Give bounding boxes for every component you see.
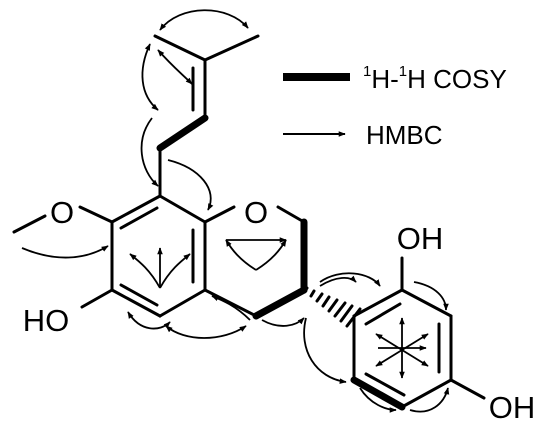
hmbc-legend-label: HMBC	[366, 120, 443, 150]
atom-labels: O O HO OH OH	[23, 195, 536, 425]
cosy-legend-label: 1H-1H COSY	[363, 63, 507, 94]
ring-a	[110, 194, 207, 318]
prenyl-chain	[153, 34, 260, 198]
ring-c	[203, 205, 308, 320]
methoxy-oxygen-label: O	[50, 195, 74, 230]
hmbc-correlations	[21, 9, 450, 413]
hashed-stereo-bond	[303, 286, 362, 328]
ring-oxygen-label: O	[244, 195, 268, 230]
hydroxyl-top-label: OH	[397, 221, 444, 256]
cosy-sup-1: 1	[363, 63, 371, 80]
cosy-h1: H-	[371, 64, 398, 94]
legend: 1H-1H COSY HMBC	[283, 63, 507, 150]
cosy-h2: H COSY	[407, 64, 507, 94]
hydroxyl-left-label: HO	[23, 303, 70, 338]
ring-a-substituents	[12, 205, 114, 309]
ring-b	[350, 256, 486, 411]
hydroxyl-bottom-label: OH	[489, 390, 536, 425]
cosy-sup-2: 1	[399, 63, 407, 80]
